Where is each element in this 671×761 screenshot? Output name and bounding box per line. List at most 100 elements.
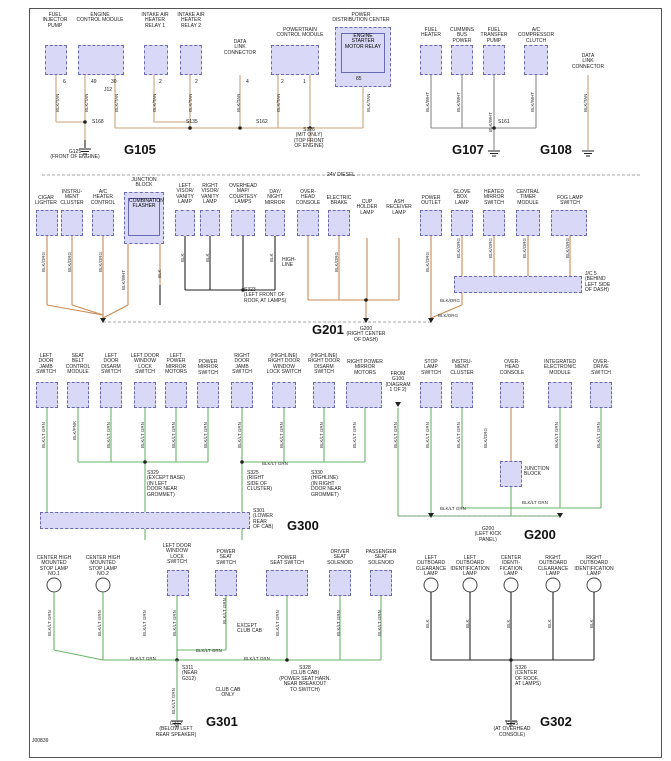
- label-intake-air-heater-relay-1: INTAKE AIR HEATER RELAY 1: [141, 12, 169, 29]
- group-label-g200: G200: [524, 527, 556, 542]
- combination-flasher: COMBINATION FLASHER: [128, 198, 164, 236]
- label-fuel-heater: FUEL HEATER: [421, 27, 441, 39]
- wire-label-g301-2: BLK/LT GRN: [142, 610, 147, 636]
- wire-label-g105-4: BLK/TAN: [188, 93, 193, 112]
- lamp-bulb-icon: [586, 577, 602, 593]
- left-door-jamb-switch: [36, 382, 58, 408]
- splice-dot: [492, 126, 496, 130]
- power-outlet: [420, 210, 442, 236]
- label-s328: S328 (CLUB CAB) (POWER SEAT HARN. NEAR B…: [279, 665, 331, 693]
- splice-dot: [509, 658, 513, 662]
- wire-label-g300-5: BLK/LT GRN: [203, 422, 208, 448]
- label-right-outboard-identification: RIGHT OUTBOARD IDENTIFICATION LAMP: [574, 555, 614, 578]
- driver-seat-solenoid: [329, 570, 351, 596]
- label-passenger-seat-solenoid: PASSENGER SEAT SOLENOID: [365, 549, 397, 566]
- wire-label-g300-1: BLK/PNK: [72, 420, 77, 440]
- label-g200-left-kick: G200 (LEFT KICK PANEL): [474, 526, 502, 543]
- wire-label-g200-5: BLK/LT GRN: [596, 422, 601, 448]
- intake-air-heater-relay-1: [144, 45, 168, 75]
- wire-label-g105-5: BLK/TAN: [236, 93, 241, 112]
- right-visor-vanity-lamp: [200, 210, 220, 236]
- wire-label-g201-12: BLK/ORG: [522, 237, 527, 258]
- wire-label-g301-4: BLK/LT GRN: [222, 598, 227, 624]
- relay-label: ENGINE STARTER MOTOR RELAY: [345, 33, 381, 50]
- left-door-window-lock-switch-2: [167, 570, 189, 596]
- wire-arrow-icon: [100, 318, 106, 323]
- right-door-jamb-switch: [231, 382, 253, 408]
- label-fuel-transfer-pump: FUEL TRANSFER PUMP: [480, 27, 508, 44]
- label-intake-air-heater-relay-2: INTAKE AIR HEATER RELAY 2: [177, 12, 205, 29]
- group-label-g107: G107: [452, 142, 484, 157]
- label-g805: G805 (AT OVERHEAD CONSOLE): [493, 721, 531, 738]
- label-s329: S329 (EXCEPT BASE) (IN LEFT DOOR NEAR GR…: [147, 470, 185, 498]
- pin-5: 2: [159, 79, 162, 85]
- wire-label-g201-1: BLK/ORG: [67, 251, 72, 272]
- label-from-g100: FROM G100 (DIAGRAM 1 OF 2): [385, 371, 411, 394]
- label-junction-block-1: JUNCTION BLOCK: [131, 177, 157, 189]
- hwire-label-g301-1: BLK/LT GRN: [196, 648, 222, 653]
- lamp-bulb-icon: [503, 577, 519, 593]
- label-integrated-electronic-module: INTEGRATED ELECTRONIC MODULE: [543, 359, 577, 376]
- splice-dot: [83, 120, 87, 124]
- junction-block-2: [500, 461, 522, 487]
- wire-label-g201-3: BLK/WHT: [121, 269, 126, 290]
- ground-g125: G125 (FRONT OF ENGINE): [50, 149, 100, 161]
- label-day-night-mirror: DAY/ NIGHT MIRROR: [264, 189, 286, 206]
- wire-label-g300-9: BLK/LT GRN: [352, 422, 357, 448]
- pin-6: 2: [195, 79, 198, 85]
- heated-mirror-switch: [483, 210, 505, 236]
- label-instrument-cluster-2: INSTRU- MENT CLUSTER: [450, 359, 474, 376]
- wire-label-g302-3: BLK: [547, 619, 552, 628]
- pin-3: 30: [111, 79, 117, 85]
- label-right-visor: RIGHT VISOR/ VANITY LAMP: [201, 183, 219, 206]
- label-power-seat-switch-1: POWER SEAT SWITCH: [216, 549, 236, 566]
- flasher-label: COMBINATION FLASHER: [129, 198, 164, 210]
- wire-label-g108: BLK/TAN: [583, 93, 588, 112]
- ac-compressor-clutch: [524, 45, 548, 75]
- label-fog-lamp-switch: FOG LAMP SWITCH: [557, 195, 583, 207]
- left-door-window-lock-switch: [134, 382, 156, 408]
- ground-symbol: [488, 150, 500, 157]
- wire-label-g300-7: BLK/LT GRN: [279, 422, 284, 448]
- overhead-map-lamps: [231, 210, 255, 236]
- wire-label-g300-3: BLK/LT GRN: [140, 422, 145, 448]
- label-except-club-cab: EXCEPT CLUB CAB: [237, 623, 263, 635]
- fuel-injector-pump: [45, 45, 67, 75]
- label-powertrain-control-module: POWERTRAIN CONTROL MODULE: [276, 27, 324, 39]
- wire-label-g302-0: BLK: [425, 619, 430, 628]
- ground-symbol: [171, 720, 183, 727]
- label-s326: S326 (CENTER OF ROOF, AT LAMPS): [515, 665, 541, 688]
- label-s323: S323 (LEFT FRONT OF ROOF, AT LAMPS): [244, 287, 287, 304]
- left-visor-vanity-lamp: [175, 210, 195, 236]
- splice-s126: S126 (M/T ONLY) (TOP FRONT OF ENGINE): [293, 127, 325, 150]
- label-ac-compressor-clutch: A/C COMPRESSOR CLUTCH: [517, 27, 555, 44]
- wire-segment-30: [46, 304, 104, 316]
- wire-label-g200-0: BLK/LT GRN: [393, 422, 398, 448]
- passenger-seat-solenoid: [370, 570, 392, 596]
- wire-label-g105-0: BLK/TAN: [55, 93, 60, 112]
- label-right-power-mirror: RIGHT POWER MIRROR MOTORS: [347, 359, 383, 376]
- fuel-transfer-pump: [483, 45, 505, 75]
- splice-dot: [285, 658, 289, 662]
- hwire-label-g301-2: BLK/LT GRN: [244, 656, 270, 661]
- wire-label-g201-6: BLK: [205, 253, 210, 262]
- label-cigar-lighter: CIGAR LIGHTER: [35, 195, 57, 207]
- splice-dot: [240, 460, 244, 464]
- wire-label-g201-8: BLK/ORG: [334, 251, 339, 272]
- splice-s168: S168: [92, 119, 104, 125]
- splice-s162: S162: [256, 119, 268, 125]
- power-seat-switch-1: [215, 570, 237, 596]
- hwire-label-g200-1: BLK/LT GRN: [440, 506, 466, 511]
- figure-id: J00839: [32, 738, 49, 744]
- label-left-outboard-identification: LEFT OUTBOARD IDENTIFICATION LAMP: [450, 555, 490, 578]
- ac-heater-control: [92, 210, 114, 236]
- splice-dot: [188, 126, 192, 130]
- pin-9: 2: [281, 79, 284, 85]
- label-overhead-console-2: OVER- HEAD CONSOLE: [499, 359, 525, 376]
- label-g200-right-center: G200 (RIGHT CENTER OF DASH): [346, 326, 386, 343]
- wire-label-g107-0: BLK/WHT: [425, 91, 430, 112]
- stop-lamp-switch: [420, 382, 442, 408]
- wire-label-g107-2: BLK/WHT: [488, 111, 493, 132]
- label-glove-box-lamp: GLOVE BOX LAMP: [453, 189, 471, 206]
- wire-label-g201-9: BLK/ORG: [425, 251, 430, 272]
